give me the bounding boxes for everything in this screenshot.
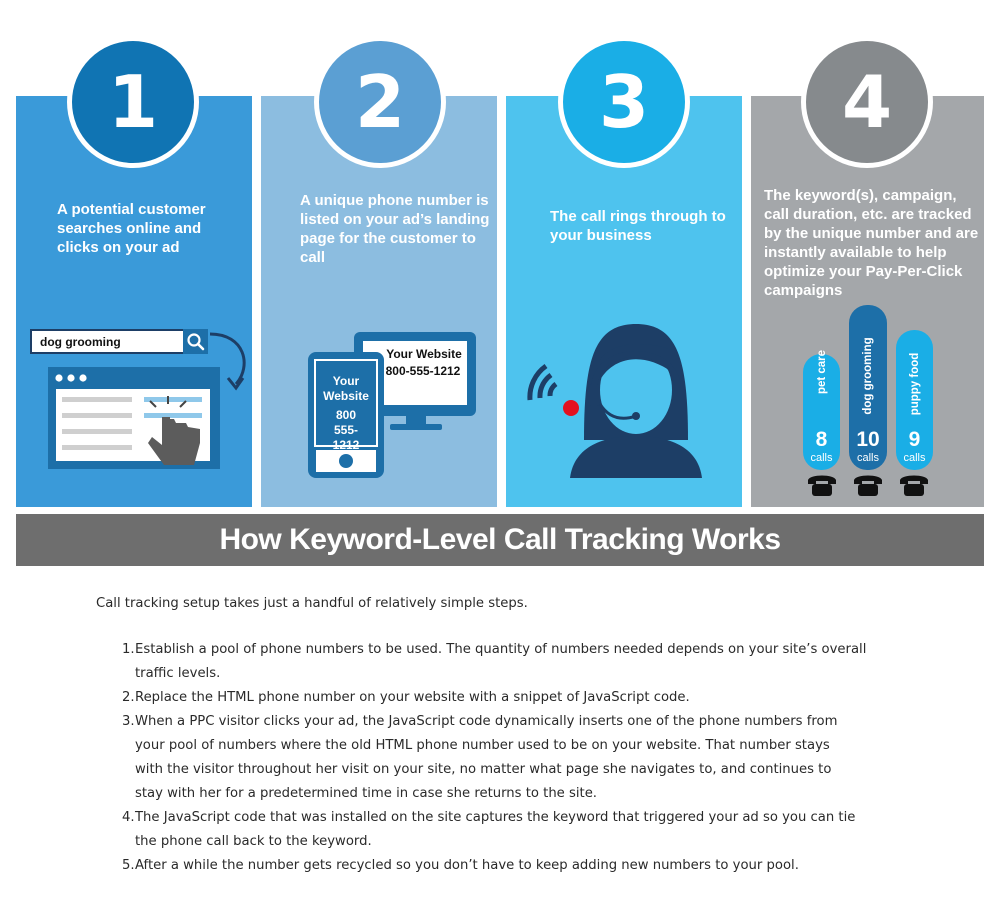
step-2-number: 2 <box>314 36 446 168</box>
phone-number: 800 555-1212 <box>332 408 360 452</box>
list-item-line: When a PPC visitor clicks your ad, the J… <box>135 714 838 729</box>
list-item-line: Establish a pool of phone numbers to be … <box>135 642 867 657</box>
article-body: Call tracking setup takes just a handful… <box>96 592 886 878</box>
devices-icon <box>308 332 476 478</box>
steps-list: 1.Establish a pool of phone numbers to b… <box>96 638 886 878</box>
call-agent-icon <box>527 324 702 478</box>
monitor-site: Your Website <box>386 347 462 361</box>
step-1-text: A potential customer searches online and… <box>57 201 206 256</box>
curved-arrow-icon <box>209 332 246 391</box>
intro-paragraph: Call tracking setup takes just a handful… <box>96 596 528 611</box>
keyword-bar-pet-care <box>803 354 840 470</box>
keyword-label-pet-care: pet care <box>816 349 828 395</box>
list-item-number: 4. <box>122 810 135 825</box>
list-item-number: 3. <box>122 714 135 729</box>
list-item-line: the phone call back to the keyword. <box>135 834 372 849</box>
list-item-number: 1. <box>122 642 135 657</box>
list-item-line: your pool of numbers where the old HTML … <box>135 738 830 753</box>
keyword-count-dog-grooming: 10 calls <box>849 428 887 465</box>
step-1-number: 1 <box>67 36 199 168</box>
step-3-text: The call rings through to your business <box>550 208 726 244</box>
count-value: 10 <box>856 428 880 451</box>
infographic: 1 2 3 4 A potential customer searches on… <box>16 36 984 566</box>
list-item-line: traffic levels. <box>135 666 221 681</box>
list-item-number: 2. <box>122 690 135 705</box>
step-4-text: The keyword(s), campaign, call duration,… <box>764 187 979 299</box>
list-item: 1.Establish a pool of phone numbers to b… <box>96 638 886 686</box>
keyword-count-puppy-food: 9 calls <box>896 428 933 465</box>
keyword-label-puppy-food: puppy food <box>909 352 921 416</box>
telephone-icons <box>808 475 928 496</box>
keyword-label-dog-grooming: dog grooming <box>862 337 874 415</box>
list-item-line: After a while the number gets recycled s… <box>135 858 799 873</box>
phone-site: Your Website <box>323 374 369 403</box>
step-4-number: 4 <box>801 36 933 168</box>
phone-screen: Your Website 800 555-1212 <box>315 374 377 453</box>
list-item: 4.The JavaScript code that was installed… <box>96 806 886 854</box>
monitor-number: 800-555-1212 <box>385 364 461 378</box>
list-item-line: with the visitor throughout her visit on… <box>135 762 832 777</box>
infographic-title-bar: How Keyword-Level Call Tracking Works <box>16 514 984 566</box>
list-item: 5.After a while the number gets recycled… <box>96 854 886 878</box>
infographic-title: How Keyword-Level Call Tracking Works <box>219 523 781 556</box>
count-value: 9 <box>908 428 921 451</box>
search-icon <box>183 329 208 354</box>
list-item-number: 5. <box>122 858 135 873</box>
keyword-count-pet-care: 8 calls <box>803 428 840 465</box>
step-3-number: 3 <box>558 36 690 168</box>
list-item-line: The JavaScript code that was installed o… <box>135 810 856 825</box>
list-item: 2.Replace the HTML phone number on your … <box>96 686 886 710</box>
count-unit: calls <box>810 452 833 464</box>
keyword-bar-puppy-food <box>896 330 933 470</box>
step-2-text: A unique phone number is listed on your … <box>300 192 490 266</box>
count-unit: calls <box>903 452 926 464</box>
keyword-bar-dog-grooming <box>849 305 887 470</box>
search-box-illustration: dog grooming <box>30 329 208 354</box>
count-value: 8 <box>815 428 828 451</box>
list-item: 3.When a PPC visitor clicks your ad, the… <box>96 710 886 806</box>
list-item-line: Replace the HTML phone number on your we… <box>135 690 690 705</box>
list-item-line: stay with her for a predetermined time i… <box>135 786 597 801</box>
monitor-screen: Your Website 800-555-1212 <box>363 347 467 379</box>
count-unit: calls <box>856 452 879 464</box>
keyword-call-chart <box>803 305 933 496</box>
browser-window-icon <box>48 367 220 469</box>
search-query: dog grooming <box>40 335 121 349</box>
